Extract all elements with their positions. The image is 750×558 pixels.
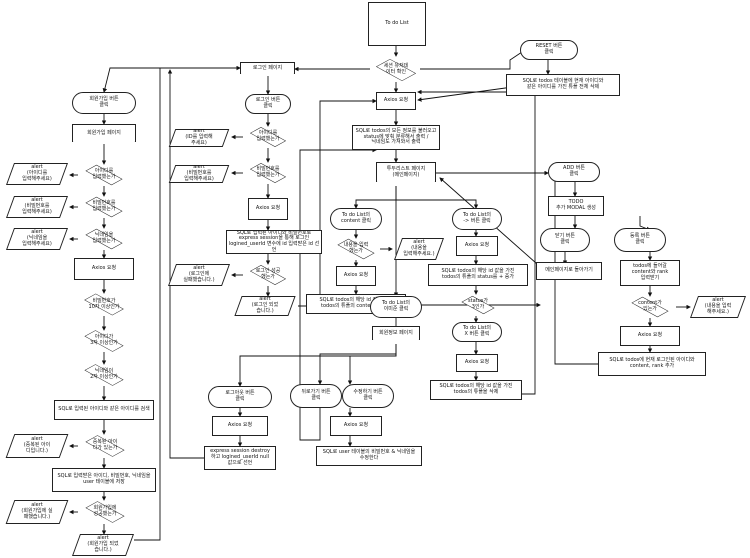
- login-id-input-decision: 아이디를 입력했는가: [243, 126, 293, 148]
- alert-enter-password: alert (비밀번호를 입력해주세요): [166, 165, 232, 183]
- edge: [317, 344, 397, 385]
- edge: [299, 147, 377, 441]
- signup-sql-search: SQL로 입력된 아이디와 같은 아이디를 검색: [54, 400, 154, 420]
- alert-duplicate-id: alert (중복된 아이 디입니다.): [4, 434, 70, 458]
- login-sql-session: SQL로 입력된 아이디와 비밀번호로 express session을 통해 …: [226, 230, 322, 254]
- signup-success-decision: 회원가입에 성공했는가: [78, 500, 132, 524]
- alert-signup-id: alert (아이디를 입력해주세요): [4, 163, 70, 185]
- signup-nick-decision: 닉네임을 입력했는가: [78, 228, 130, 250]
- alert-register-content: alert (내용을 입력 해주세요.): [688, 296, 748, 318]
- alert-signup-pw: alert (비밀번호를 입력해주세요): [4, 196, 70, 218]
- alert-signup-failed: alert (회원가입에 실 패했습니다.): [4, 500, 70, 524]
- edge: [167, 69, 204, 459]
- alert-login-failed: alert (로그인에 실패했습니다.): [166, 264, 232, 286]
- alert-enter-id: alert (ID를 입력해 주세요): [166, 129, 232, 147]
- register-sql-insert: SQL로 todos에 현재 로그인된 아이디와 content, rank 추…: [598, 352, 706, 376]
- edit-sql-update-user: SQL로 user 테이블의 비밀번호 & 닉네임을 수정한다: [316, 446, 422, 466]
- signup-page: 회원가입 페이지: [72, 124, 136, 142]
- reset-button-click: RESET 버튼 클릭: [520, 40, 578, 60]
- edge: [417, 85, 521, 102]
- signup-axios-request: Axios 요청: [74, 258, 134, 280]
- edge: [102, 67, 240, 93]
- arrow-sql-status: SQL로 todos의 해당 id 값을 가진 todos의 튜플의 statu…: [428, 264, 528, 286]
- main-sql-load: SQL로 todos의 모든 정보를 불러오고 status에 맞춰 분류해서 …: [352, 125, 440, 150]
- login-button-click: 로그인 버튼 클릭: [245, 94, 291, 114]
- main-axios-request: Axios 요청: [376, 92, 416, 110]
- reset-sql-delete-all: SQL로 todos 테이블에 현재 아이디와 같은 아이디를 가진 튜플 전체…: [506, 74, 620, 96]
- alert-login-success: alert (로그인 되었 습니다.): [232, 296, 298, 316]
- edge: [420, 49, 526, 70]
- edge: [347, 344, 397, 385]
- logout-button-click: 로그아웃 버튼 클릭: [208, 386, 272, 408]
- close-button-click: 닫기 버튼 클릭: [540, 228, 590, 252]
- edit-button-click: 수정하기 버튼 클릭: [342, 384, 394, 408]
- login-axios-request: Axios 요청: [248, 198, 288, 220]
- login-pw-input-decision: 비밀번호를 입력했는가: [243, 162, 293, 184]
- signup-sql-save: SQL로 입력받은 아이디, 비밀번호, 닉네임을 user 테이블에 저장: [52, 468, 156, 492]
- add-todo-modal: TODO 추가 MODAL 생성: [548, 196, 604, 216]
- alert-enter-content: alert (내용을 입력해주세요.): [392, 238, 446, 260]
- signup-id-decision: 아이디를 입력했는가: [78, 164, 130, 186]
- alert-signup-success: alert (회원가입 되었 습니다.): [70, 534, 136, 556]
- todo-main-page: 투두리스트 페이지 (메인페이지): [376, 162, 436, 182]
- signup-duplicate-decision: 중복된 아이 디가 있는가: [78, 434, 132, 458]
- signup-nick-length-decision: 닉네임이 2자 이상인가: [76, 364, 132, 386]
- back-button-click: 뒤로가기 버튼 클릭: [290, 384, 342, 408]
- arrow-axios-request: Axios 요청: [456, 236, 498, 256]
- todo-content-click: To do List의 content 클릭: [330, 208, 382, 230]
- session-check-decision: 세션 유저데 이터 확인: [370, 56, 422, 84]
- member-info-page: 회원정보 페이지: [372, 326, 420, 340]
- signup-button-click: 회원가입 버튼 클릭: [72, 92, 136, 114]
- signup-pw-length-decision: 비밀번호가 10자 이상인가: [76, 293, 132, 316]
- logout-axios-request: Axios 요청: [212, 416, 268, 436]
- content-axios-request: Axios 요청: [336, 266, 376, 286]
- start-todo-list: To do List: [368, 2, 426, 46]
- register-axios-request: Axios 요청: [620, 326, 680, 346]
- edit-axios-request: Axios 요청: [330, 416, 382, 436]
- add-button-click: ADD 버튼 클릭: [548, 162, 600, 182]
- content-exists-decision: content가 있는가: [624, 296, 676, 318]
- x-axios-request: Axios 요청: [456, 354, 498, 372]
- register-input-content-rank: todos에 들어갈 content와 rank 입력받기: [620, 260, 680, 286]
- login-success-decision: 로그인 성공 했는가: [243, 264, 293, 286]
- x-sql-delete: SQL로 todos의 해당 id 값을 가진 todos의 튜플을 삭제: [430, 380, 522, 400]
- back-to-main: 메인페이지로 돌아가기: [536, 262, 602, 280]
- status-three-decision: status가 3인가: [456, 294, 500, 316]
- login-page: 로그인 페이지: [240, 62, 295, 74]
- todo-arrow-click: To do List의 -> 버튼 클릭: [452, 208, 502, 230]
- todo-x-click: To do List의 X 버튼 클릭: [452, 322, 502, 342]
- signup-id-length-decision: 아이디가 3자 이상인가: [76, 330, 132, 352]
- logout-session-destroy: express session destroy 하고 logined_userI…: [204, 446, 276, 470]
- edge: [134, 65, 241, 541]
- edge: [353, 186, 397, 209]
- todo-name-click: To do List의 이미준 클릭: [370, 296, 422, 318]
- edge: [395, 186, 479, 209]
- signup-pw-decision: 비밀번호를 입력했는가: [78, 196, 130, 218]
- content-input-decision: 내용을 입력 했는가: [330, 238, 382, 260]
- alert-signup-nick: alert (닉네임을 입력해주세요): [4, 228, 70, 250]
- register-button-click: 등록 버튼 클릭: [614, 228, 666, 252]
- edge: [237, 344, 397, 387]
